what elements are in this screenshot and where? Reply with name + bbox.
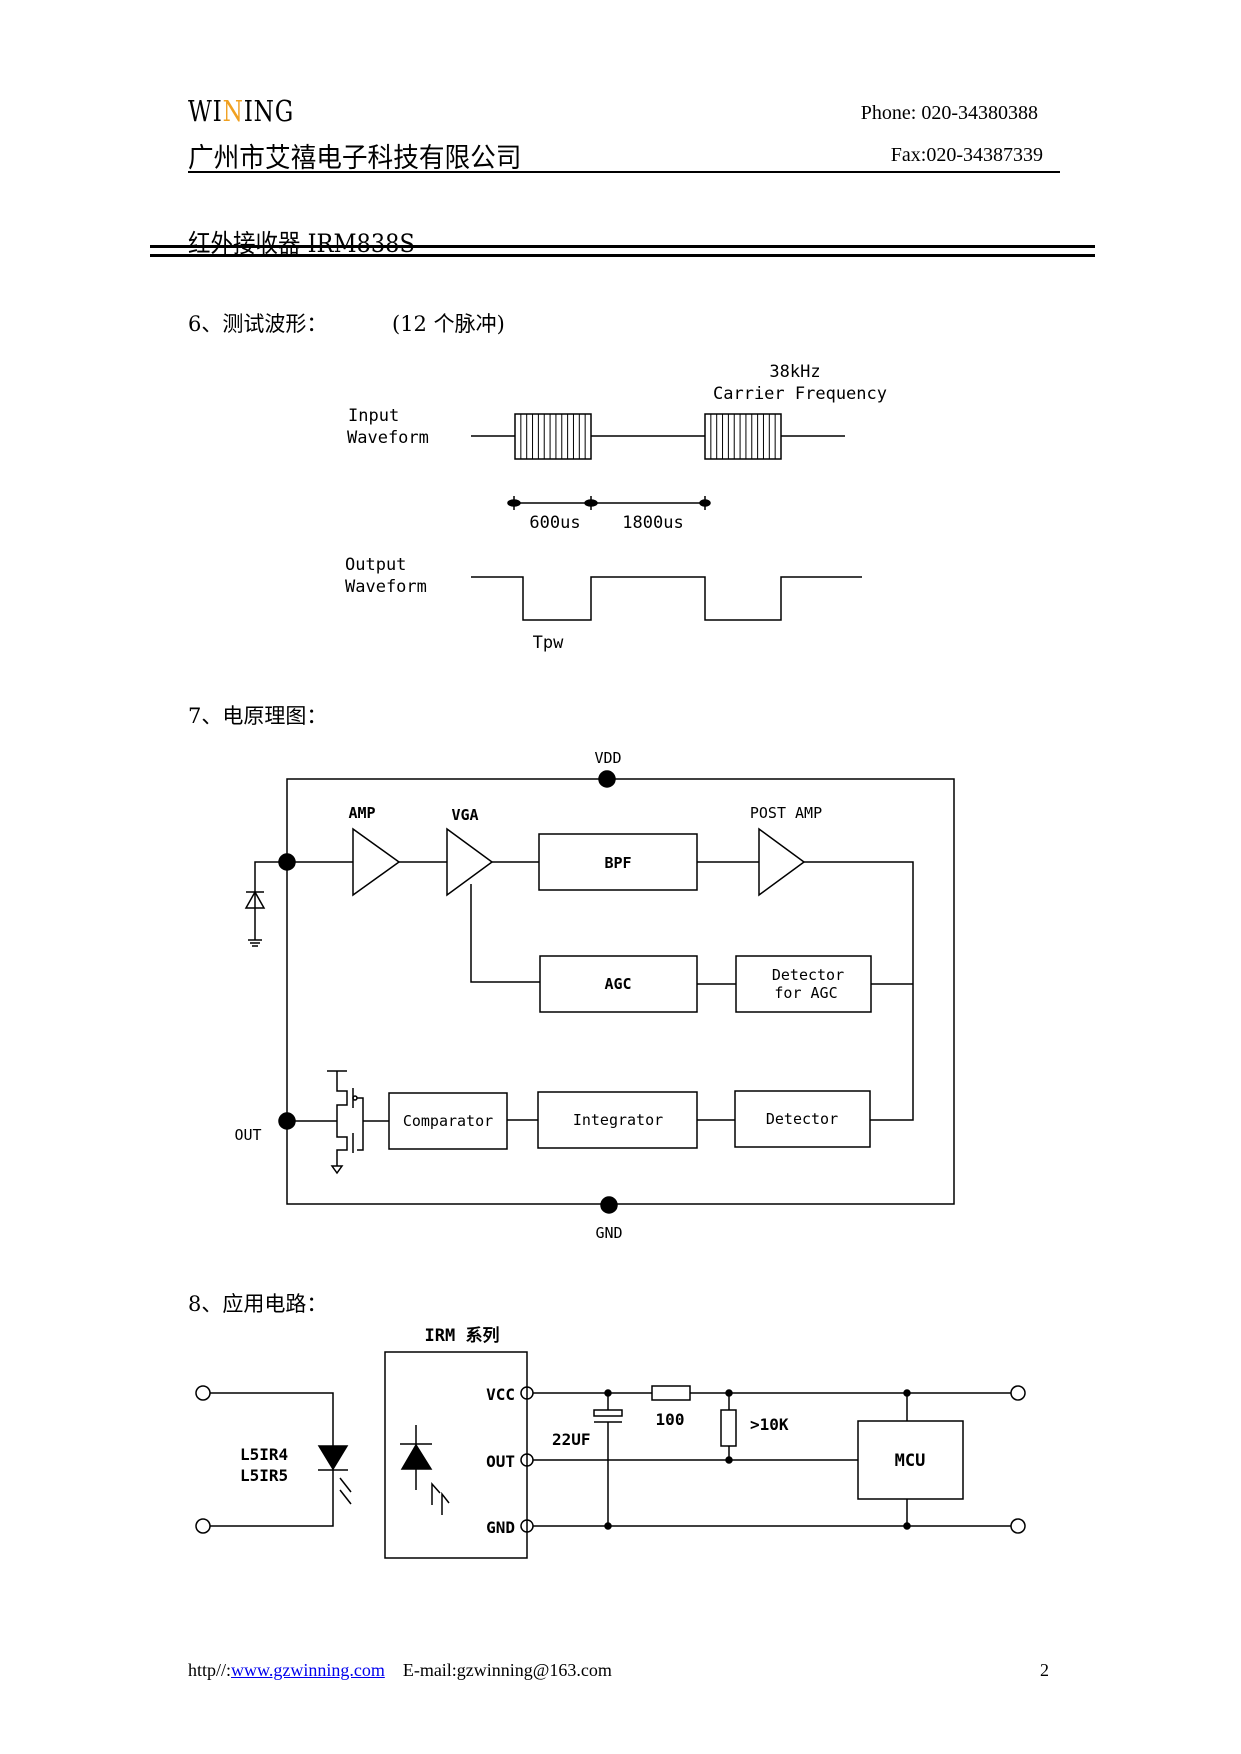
block-diagram: VDD GND OUT AMP VGA BPF POST AMP AGC Det…	[234, 749, 955, 1242]
t-gap-label: 1800us	[622, 513, 683, 533]
detector-agc-label-2: for AGC	[774, 984, 837, 1002]
vdd-label: VDD	[594, 749, 621, 767]
output-waveform	[471, 576, 862, 621]
brand-logo: WINING	[188, 94, 294, 128]
brand-part-3: ING	[243, 94, 295, 128]
ir-emission-2	[339, 1489, 352, 1505]
header-rule	[188, 171, 1060, 173]
gnd-label: GND	[595, 1224, 622, 1242]
footer-email: E-mail:gzwinning@163.com	[402, 1660, 612, 1680]
application-circuit: L5IR4 L5IR5 IRM 系列 VCC OUT GND 22UF 100	[195, 1325, 1026, 1559]
light-arrow-1	[431, 1482, 441, 1505]
section-8-heading: 8、应用电路：	[188, 1292, 328, 1316]
pin-gnd-label: GND	[486, 1518, 515, 1537]
vga-icon	[446, 827, 494, 897]
company-name: 广州市艾禧电子科技有限公司	[188, 143, 522, 174]
comparator-label: Comparator	[403, 1112, 493, 1130]
document-title: 红外接收器 IRM838S	[188, 229, 415, 258]
timing-marker-2	[584, 499, 598, 507]
led-terminal-bottom	[195, 1518, 211, 1534]
title-rule-bottom	[150, 254, 1095, 257]
amp-icon	[352, 827, 401, 897]
ir-emission-1	[339, 1477, 352, 1493]
ic-outline	[286, 778, 955, 1205]
photodiode-wire	[254, 861, 287, 940]
detector-agc-label-1: Detector	[772, 966, 844, 984]
node-cap-top	[604, 1389, 612, 1397]
burst-2-pulses	[710, 414, 776, 459]
carrier-freq-label: 38kHz	[769, 362, 820, 382]
ir-led-icon	[317, 1445, 349, 1471]
led-label-2: L5IR5	[240, 1466, 288, 1485]
pin-out-label: OUT	[486, 1452, 515, 1471]
post-amp-icon	[758, 827, 806, 897]
timing-marker-1	[507, 499, 521, 507]
irm-photodiode-icon	[400, 1443, 433, 1470]
fax-number: Fax:020-34387339	[890, 144, 1043, 166]
page-number: 2	[1040, 1660, 1049, 1680]
irm-module-box	[384, 1351, 528, 1559]
output-label-1: Output	[345, 555, 406, 575]
waveform-diagram: 38kHz Carrier Frequency Input Waveform 6…	[345, 362, 887, 653]
brand-part-accent: N	[222, 94, 244, 128]
footer-contact: http//:www.gzwinning.com E-mail:gzwinning…	[188, 1660, 612, 1681]
node-pullup-bottom	[725, 1456, 733, 1464]
vga-label: VGA	[451, 806, 478, 824]
section-6-note: (12 个脉冲)	[392, 312, 505, 336]
carrier-label: Carrier Frequency	[713, 384, 887, 404]
timing-marker-3	[699, 499, 711, 507]
gnd-node	[600, 1196, 618, 1214]
agc-label: AGC	[604, 975, 631, 993]
detector-block	[734, 1090, 871, 1148]
t-burst-label: 600us	[529, 513, 580, 533]
website-link[interactable]: www.gzwinning.com	[231, 1660, 385, 1680]
node-cap-bottom	[604, 1522, 612, 1530]
vdd-node	[598, 770, 616, 788]
integrator-label: Integrator	[573, 1111, 663, 1129]
brand-part-1: WI	[188, 94, 223, 128]
pin-vcc-label: VCC	[486, 1385, 515, 1404]
title-rule-top	[150, 245, 1095, 248]
gnd-terminal-right	[1010, 1518, 1026, 1534]
led-terminal-top	[195, 1385, 211, 1401]
mcu-label: MCU	[895, 1451, 926, 1471]
amp-label: AMP	[348, 804, 375, 822]
tpw-label: Tpw	[533, 633, 564, 653]
mcu-block	[857, 1420, 964, 1500]
cap-label: 22UF	[552, 1430, 591, 1449]
out-label: OUT	[234, 1126, 261, 1144]
photodiode-icon	[244, 890, 266, 909]
irm-title: IRM 系列	[425, 1325, 500, 1346]
node-pullup-top	[725, 1389, 733, 1397]
res1-label: 100	[656, 1410, 685, 1429]
input-label-1: Input	[348, 406, 399, 426]
post-amp-label: POST AMP	[750, 804, 822, 822]
resistor-pullup	[720, 1409, 737, 1447]
phone-number: Phone: 020-34380388	[860, 102, 1038, 124]
bpf-label: BPF	[604, 854, 631, 872]
input-label-2: Waveform	[347, 428, 429, 448]
node-mcu-vcc	[903, 1389, 911, 1397]
detector-label: Detector	[766, 1110, 838, 1128]
wire-postamp-right	[804, 861, 914, 1121]
res2-label: >10K	[750, 1415, 789, 1434]
vcc-terminal-right	[1010, 1385, 1026, 1401]
footer-url-prefix: http//:	[188, 1660, 232, 1680]
node-mcu-gnd	[903, 1522, 911, 1530]
output-label-2: Waveform	[345, 577, 427, 597]
section-7-heading: 7、电原理图：	[188, 704, 328, 728]
resistor-100	[651, 1385, 691, 1401]
wire-vga-agc	[470, 884, 540, 983]
led-label-1: L5IR4	[240, 1445, 288, 1464]
light-arrow-2	[441, 1491, 450, 1515]
burst-1-pulses	[520, 414, 586, 459]
cmos-driver-icon	[287, 1070, 364, 1175]
capacitor-22uf	[593, 1409, 623, 1417]
section-6-heading: 6、测试波形：	[188, 312, 328, 336]
